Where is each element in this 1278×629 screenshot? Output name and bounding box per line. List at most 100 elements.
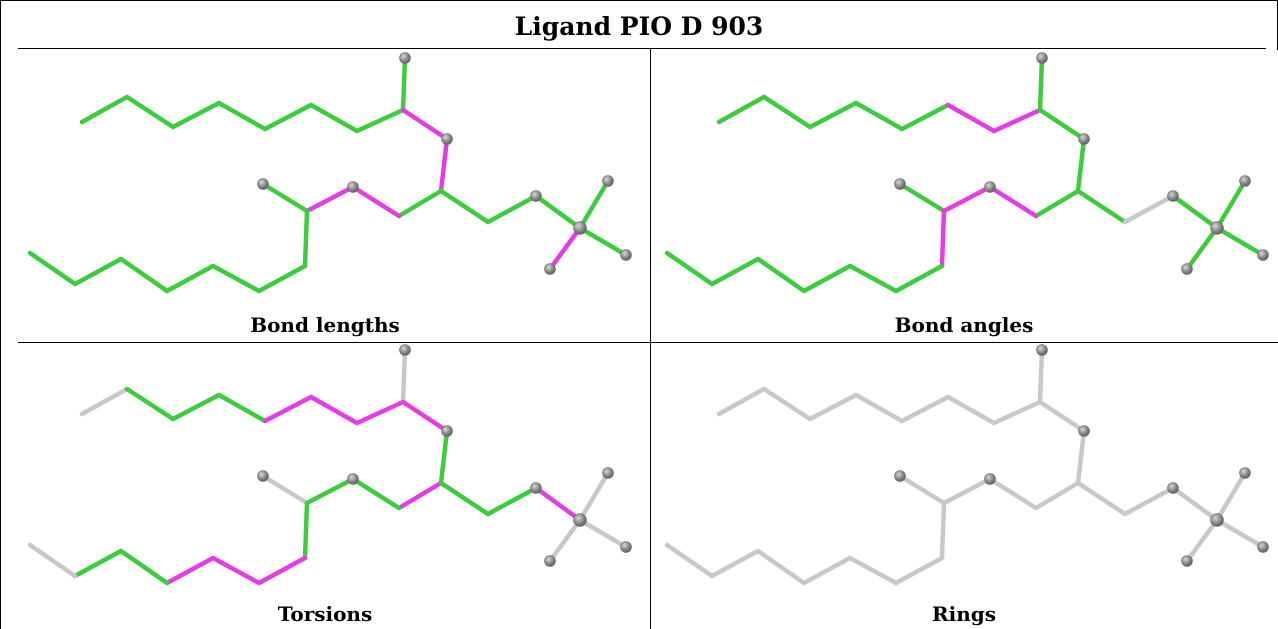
- bond-angles-bond-13: [897, 181, 947, 214]
- torsions-bond-14: [302, 500, 310, 561]
- bond-lengths-bond-21: [438, 188, 491, 225]
- torsions-atom-14: [257, 470, 269, 482]
- torsions-bond-4: [262, 394, 314, 424]
- rings-bond-8: [1037, 399, 1087, 434]
- torsions-atom-9: [441, 425, 453, 437]
- bond-angles-bond-8: [1037, 107, 1087, 142]
- bond-lengths-atom-26: [620, 249, 632, 261]
- bond-lengths-atom-12: [347, 181, 359, 193]
- rings-bond-4: [899, 394, 951, 424]
- bond-lengths-bond-8: [400, 107, 450, 142]
- rings-bond-5: [945, 394, 997, 426]
- torsions-atom-8: [399, 344, 411, 356]
- torsions-bond-21: [438, 480, 491, 517]
- bond-angles-bond-0: [716, 94, 767, 125]
- torsions-bond-17: [164, 555, 216, 586]
- bond-lengths-bond-16: [210, 263, 262, 294]
- bond-lengths-bond-18: [118, 256, 170, 294]
- rings-atom-8: [1036, 344, 1048, 356]
- rings-bond-9: [1075, 428, 1087, 486]
- rings-bond-10: [1033, 480, 1081, 511]
- bond-lengths-bond-25: [577, 225, 629, 258]
- bond-lengths-bond-0: [79, 94, 130, 125]
- torsions-bond-9: [438, 428, 450, 486]
- rings-atoms: [894, 344, 1269, 567]
- torsions-bond-22: [485, 485, 539, 517]
- bond-angles-atom-27: [1181, 263, 1193, 275]
- torsions-bond-23: [533, 485, 583, 523]
- rings-bond-15: [893, 555, 945, 586]
- torsions-bond-19: [72, 548, 124, 579]
- panel-caption-torsions: Torsions: [278, 602, 372, 626]
- figure-title: Ligand PIO D 903: [515, 12, 764, 41]
- panel-bond-angles: Bond angles: [664, 52, 1269, 337]
- rings-bond-23: [1170, 485, 1220, 523]
- bond-lengths-bond-17: [164, 263, 216, 294]
- rings-atom-25: [1239, 467, 1251, 479]
- bond-angles-atom-14: [894, 178, 906, 190]
- torsions-atom-26: [620, 541, 632, 553]
- torsions-bond-12: [304, 476, 356, 506]
- torsions-bond-1: [124, 386, 176, 422]
- bond-angles-bond-26: [1184, 225, 1220, 272]
- rings-bond-3: [853, 392, 905, 424]
- torsions-bond-8: [400, 399, 450, 434]
- torsions-atom-27: [544, 555, 556, 567]
- rings-atom-9: [1078, 425, 1090, 437]
- bond-lengths-bond-15: [256, 263, 308, 294]
- bond-lengths-bond-12: [304, 184, 356, 214]
- rings-bond-17: [801, 555, 853, 586]
- rings-bond-21: [1075, 480, 1128, 517]
- bond-lengths-atom-14: [257, 178, 269, 190]
- rings-atom-26: [1257, 541, 1269, 553]
- bond-lengths-atom-9: [441, 133, 453, 145]
- bond-angles-atom-25: [1239, 175, 1251, 187]
- bond-angles-bond-19: [709, 256, 761, 287]
- bond-lengths-bond-14: [302, 208, 310, 269]
- rings-atom-27: [1181, 555, 1193, 567]
- rings-bond-26: [1184, 517, 1220, 564]
- torsions-bonds: [27, 347, 629, 586]
- torsions-bond-10: [396, 480, 444, 511]
- bond-lengths-bond-7: [400, 55, 408, 113]
- bond-lengths-bond-4: [262, 102, 314, 132]
- bond-lengths-bond-6: [354, 107, 406, 134]
- bond-angles-bond-2: [807, 100, 859, 130]
- bond-lengths-bond-23: [533, 193, 583, 231]
- bond-angles-bond-21: [1075, 188, 1128, 225]
- torsions-atom-24: [573, 513, 587, 527]
- torsions-bond-20: [27, 542, 78, 579]
- rings-atom-23: [1167, 482, 1179, 494]
- bond-lengths-atom-23: [530, 190, 542, 202]
- bond-lengths-bond-26: [547, 225, 583, 272]
- torsions-bond-6: [354, 399, 406, 426]
- bond-angles-atom-23: [1167, 190, 1179, 202]
- panel-rings: Rings: [664, 344, 1269, 626]
- torsions-bond-5: [308, 394, 360, 426]
- bond-angles-atom-8: [1036, 52, 1048, 64]
- bond-angles-bonds: [664, 55, 1266, 294]
- bond-lengths-bond-10: [396, 188, 444, 219]
- bond-angles-bond-7: [1037, 55, 1045, 113]
- rings-bond-0: [716, 386, 767, 417]
- bond-lengths-atoms: [257, 52, 632, 275]
- bond-angles-atom-26: [1257, 249, 1269, 261]
- torsions-bond-0: [79, 386, 130, 417]
- rings-bond-19: [709, 548, 761, 579]
- bond-angles-bond-23: [1170, 193, 1220, 231]
- bond-angles-bond-11: [987, 184, 1039, 219]
- torsions-bond-7: [400, 347, 408, 405]
- bond-angles-bond-10: [1033, 188, 1081, 219]
- panel-caption-rings: Rings: [932, 602, 996, 626]
- bond-lengths-bond-9: [438, 136, 450, 194]
- bond-lengths-bond-13: [260, 181, 310, 214]
- bond-angles-atom-9: [1078, 133, 1090, 145]
- bond-angles-bond-22: [1122, 193, 1176, 225]
- bond-angles-bond-4: [899, 102, 951, 132]
- bond-angles-bond-20: [664, 250, 715, 287]
- torsions-bond-11: [350, 476, 402, 511]
- rings-bond-22: [1122, 485, 1176, 517]
- panel-torsions: Torsions: [27, 344, 632, 626]
- rings-bond-6: [991, 399, 1043, 426]
